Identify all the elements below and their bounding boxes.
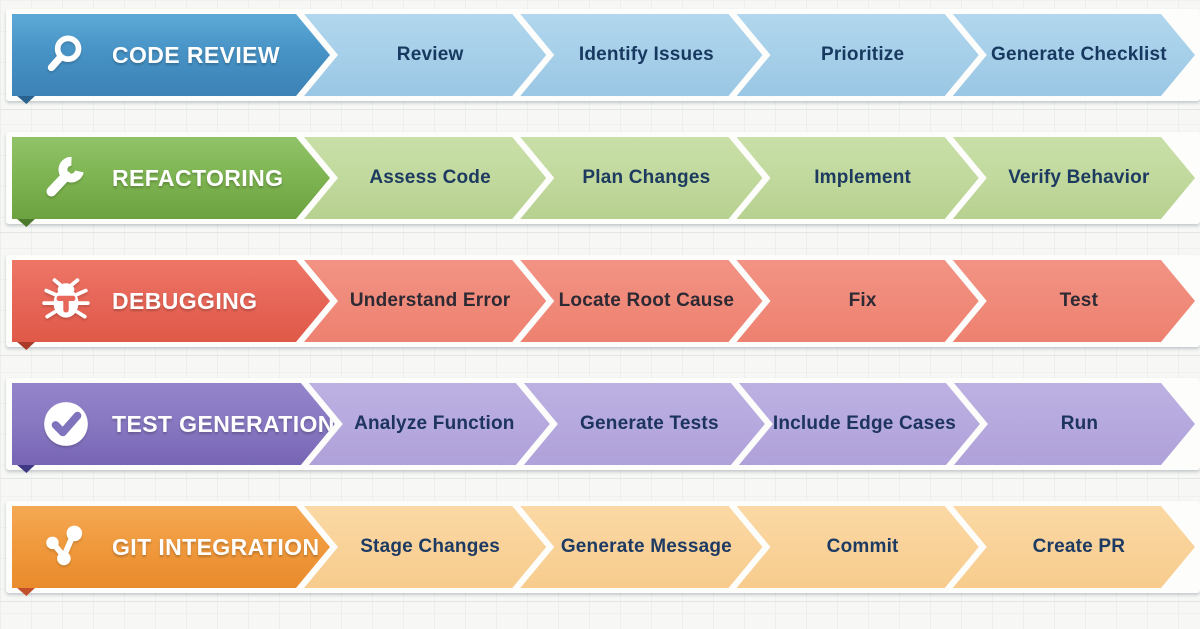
row-title: GIT INTEGRATION: [112, 533, 320, 560]
step-label: Create PR: [1032, 536, 1126, 557]
step-label: Commit: [826, 536, 899, 557]
step-label: Verify Behavior: [1008, 167, 1150, 188]
step-label: Analyze Function: [354, 413, 515, 434]
debugging-step-4: Test: [953, 260, 1195, 342]
git-branch-icon: [40, 521, 92, 573]
chevron-band: TEST GENERATION Analyze Function Generat…: [12, 383, 1195, 465]
chevron-band: CODE REVIEW Review Identify Issues Prior…: [12, 14, 1195, 96]
row-title: CODE REVIEW: [112, 41, 280, 68]
workflow-row-debugging: DEBUGGING Understand Error Locate Root C…: [0, 255, 1200, 383]
workflow-row-code-review: CODE REVIEW Review Identify Issues Prior…: [0, 9, 1200, 137]
debugging-step-3: Fix: [737, 260, 979, 342]
step-label: Identify Issues: [578, 44, 714, 65]
code-review-step-1: Review: [304, 14, 546, 96]
check-circle-icon: [40, 398, 92, 450]
ribbon-fold: [16, 341, 36, 350]
git-integration-step-3: Commit: [737, 506, 979, 588]
step-label: Stage Changes: [360, 536, 501, 557]
workflow-row-refactoring: REFACTORING Assess Code Plan Changes Imp…: [0, 132, 1200, 260]
header-test-generation: TEST GENERATION: [12, 383, 335, 465]
header-debugging: DEBUGGING: [12, 260, 330, 342]
step-label: Run: [1060, 413, 1099, 434]
chevron-band: REFACTORING Assess Code Plan Changes Imp…: [12, 137, 1195, 219]
test-generation-step-3: Include Edge Cases: [739, 383, 980, 465]
step-label: Generate Checklist: [991, 44, 1167, 65]
step-label: Implement: [814, 167, 912, 188]
git-integration-step-4: Create PR: [953, 506, 1195, 588]
step-label: Prioritize: [820, 44, 905, 65]
step-label: Test: [1059, 290, 1099, 311]
row-title: REFACTORING: [112, 164, 284, 191]
workflow-row-git-integration: GIT INTEGRATION Stage Changes Generate M…: [0, 501, 1200, 629]
test-generation-step-2: Generate Tests: [524, 383, 765, 465]
test-generation-step-4: Run: [954, 383, 1195, 465]
ribbon-fold: [16, 464, 36, 473]
refactoring-step-4: Verify Behavior: [953, 137, 1195, 219]
row-title: DEBUGGING: [112, 287, 258, 314]
step-label: Understand Error: [349, 290, 511, 311]
test-generation-step-1: Analyze Function: [309, 383, 550, 465]
debugging-step-1: Understand Error: [304, 260, 546, 342]
code-review-step-3: Prioritize: [737, 14, 979, 96]
workflow-row-test-generation: TEST GENERATION Analyze Function Generat…: [0, 378, 1200, 506]
refactoring-step-3: Implement: [737, 137, 979, 219]
debugging-step-2: Locate Root Cause: [520, 260, 762, 342]
refactoring-step-2: Plan Changes: [520, 137, 762, 219]
step-label: Plan Changes: [582, 167, 711, 188]
step-label: Generate Message: [560, 536, 732, 557]
code-review-step-4: Generate Checklist: [953, 14, 1195, 96]
row-title: TEST GENERATION: [112, 410, 335, 437]
header-code-review: CODE REVIEW: [12, 14, 330, 96]
header-git-integration: GIT INTEGRATION: [12, 506, 330, 588]
step-label: Locate Root Cause: [558, 290, 735, 311]
code-review-step-2: Identify Issues: [520, 14, 762, 96]
git-integration-step-2: Generate Message: [520, 506, 762, 588]
bug-icon: [40, 275, 92, 327]
step-label: Review: [396, 44, 464, 65]
refactoring-step-1: Assess Code: [304, 137, 546, 219]
step-label: Assess Code: [369, 167, 491, 188]
step-label: Fix: [848, 290, 877, 311]
chevron-band: GIT INTEGRATION Stage Changes Generate M…: [12, 506, 1195, 588]
step-label: Include Edge Cases: [772, 413, 956, 434]
magnifier-icon: [40, 29, 92, 81]
git-integration-step-1: Stage Changes: [304, 506, 546, 588]
ribbon-fold: [16, 587, 36, 596]
wrench-icon: [40, 152, 92, 204]
ribbon-fold: [16, 218, 36, 227]
workflow-infographic: CODE REVIEW Review Identify Issues Prior…: [0, 9, 1200, 602]
step-label: Generate Tests: [580, 413, 719, 434]
ribbon-fold: [16, 95, 36, 104]
chevron-band: DEBUGGING Understand Error Locate Root C…: [12, 260, 1195, 342]
header-refactoring: REFACTORING: [12, 137, 330, 219]
